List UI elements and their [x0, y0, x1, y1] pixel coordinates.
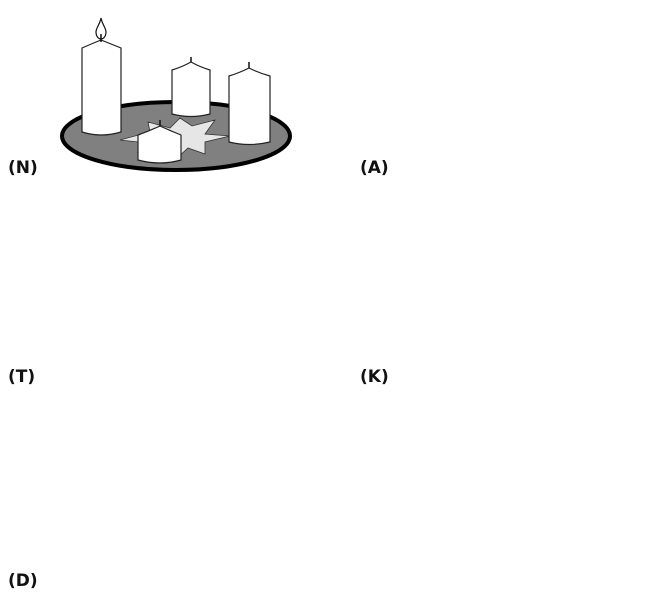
flame-icon: [95, 17, 107, 43]
candle: [171, 61, 211, 118]
candle: [137, 125, 182, 164]
candle: [228, 67, 271, 146]
panel-n: [60, 17, 292, 172]
panel-label-d: (D): [8, 571, 38, 591]
panel-label-t: (T): [8, 367, 36, 387]
panel-label-n: (N): [8, 158, 38, 178]
panel-label-a: (A): [360, 158, 389, 178]
panel-label-k: (K): [360, 367, 389, 387]
candle: [81, 39, 122, 136]
